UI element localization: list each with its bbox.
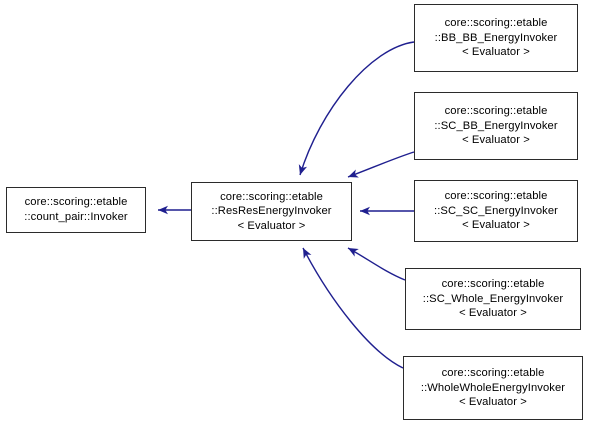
node-sc-bb-energy-invoker[interactable]: core::scoring::etable ::SC_BB_EnergyInvo… xyxy=(414,92,578,160)
node-line: ::ResResEnergyInvoker xyxy=(211,205,332,218)
node-bb-bb-energy-invoker[interactable]: core::scoring::etable ::BB_BB_EnergyInvo… xyxy=(414,4,578,72)
node-line: < Evaluator > xyxy=(462,219,530,232)
node-line: ::WholeWholeEnergyInvoker xyxy=(420,381,566,394)
node-line: ::BB_BB_EnergyInvoker xyxy=(434,31,558,44)
node-line: core::scoring::etable xyxy=(444,17,548,30)
node-line: core::scoring::etable xyxy=(441,367,545,380)
node-line: core::scoring::etable xyxy=(444,190,548,203)
node-line: ::count_pair::Invoker xyxy=(24,211,128,223)
edge-wholewhole-to-center xyxy=(302,247,404,369)
node-sc-whole-energy-invoker[interactable]: core::scoring::etable ::SC_Whole_EnergyI… xyxy=(405,268,581,330)
node-line: core::scoring::etable xyxy=(24,196,128,209)
node-wholewhole-energy-invoker[interactable]: core::scoring::etable ::WholeWholeEnergy… xyxy=(403,356,583,420)
node-line: core::scoring::etable xyxy=(441,278,545,291)
node-resres-energy-invoker[interactable]: core::scoring::etable ::ResResEnergyInvo… xyxy=(191,182,352,241)
node-line: core::scoring::etable xyxy=(444,105,548,118)
node-line: ::SC_SC_EnergyInvoker xyxy=(434,204,558,217)
node-line: < Evaluator > xyxy=(462,134,530,147)
edge-sc-whole-to-center xyxy=(347,247,406,281)
edge-sc-bb-to-center xyxy=(347,151,415,178)
node-line: ::SC_BB_EnergyInvoker xyxy=(434,119,558,132)
node-sc-sc-energy-invoker[interactable]: core::scoring::etable ::SC_SC_EnergyInvo… xyxy=(414,180,578,242)
node-count-pair-invoker[interactable]: core::scoring::etable ::count_pair::Invo… xyxy=(6,187,146,233)
node-line: core::scoring::etable xyxy=(220,190,323,203)
node-line: < Evaluator > xyxy=(459,307,527,320)
node-line: < Evaluator > xyxy=(237,219,306,232)
edge-bb-bb-to-center xyxy=(298,41,415,176)
node-line: ::SC_Whole_EnergyInvoker xyxy=(422,292,564,305)
node-line: < Evaluator > xyxy=(462,46,530,59)
node-line: < Evaluator > xyxy=(459,396,527,409)
